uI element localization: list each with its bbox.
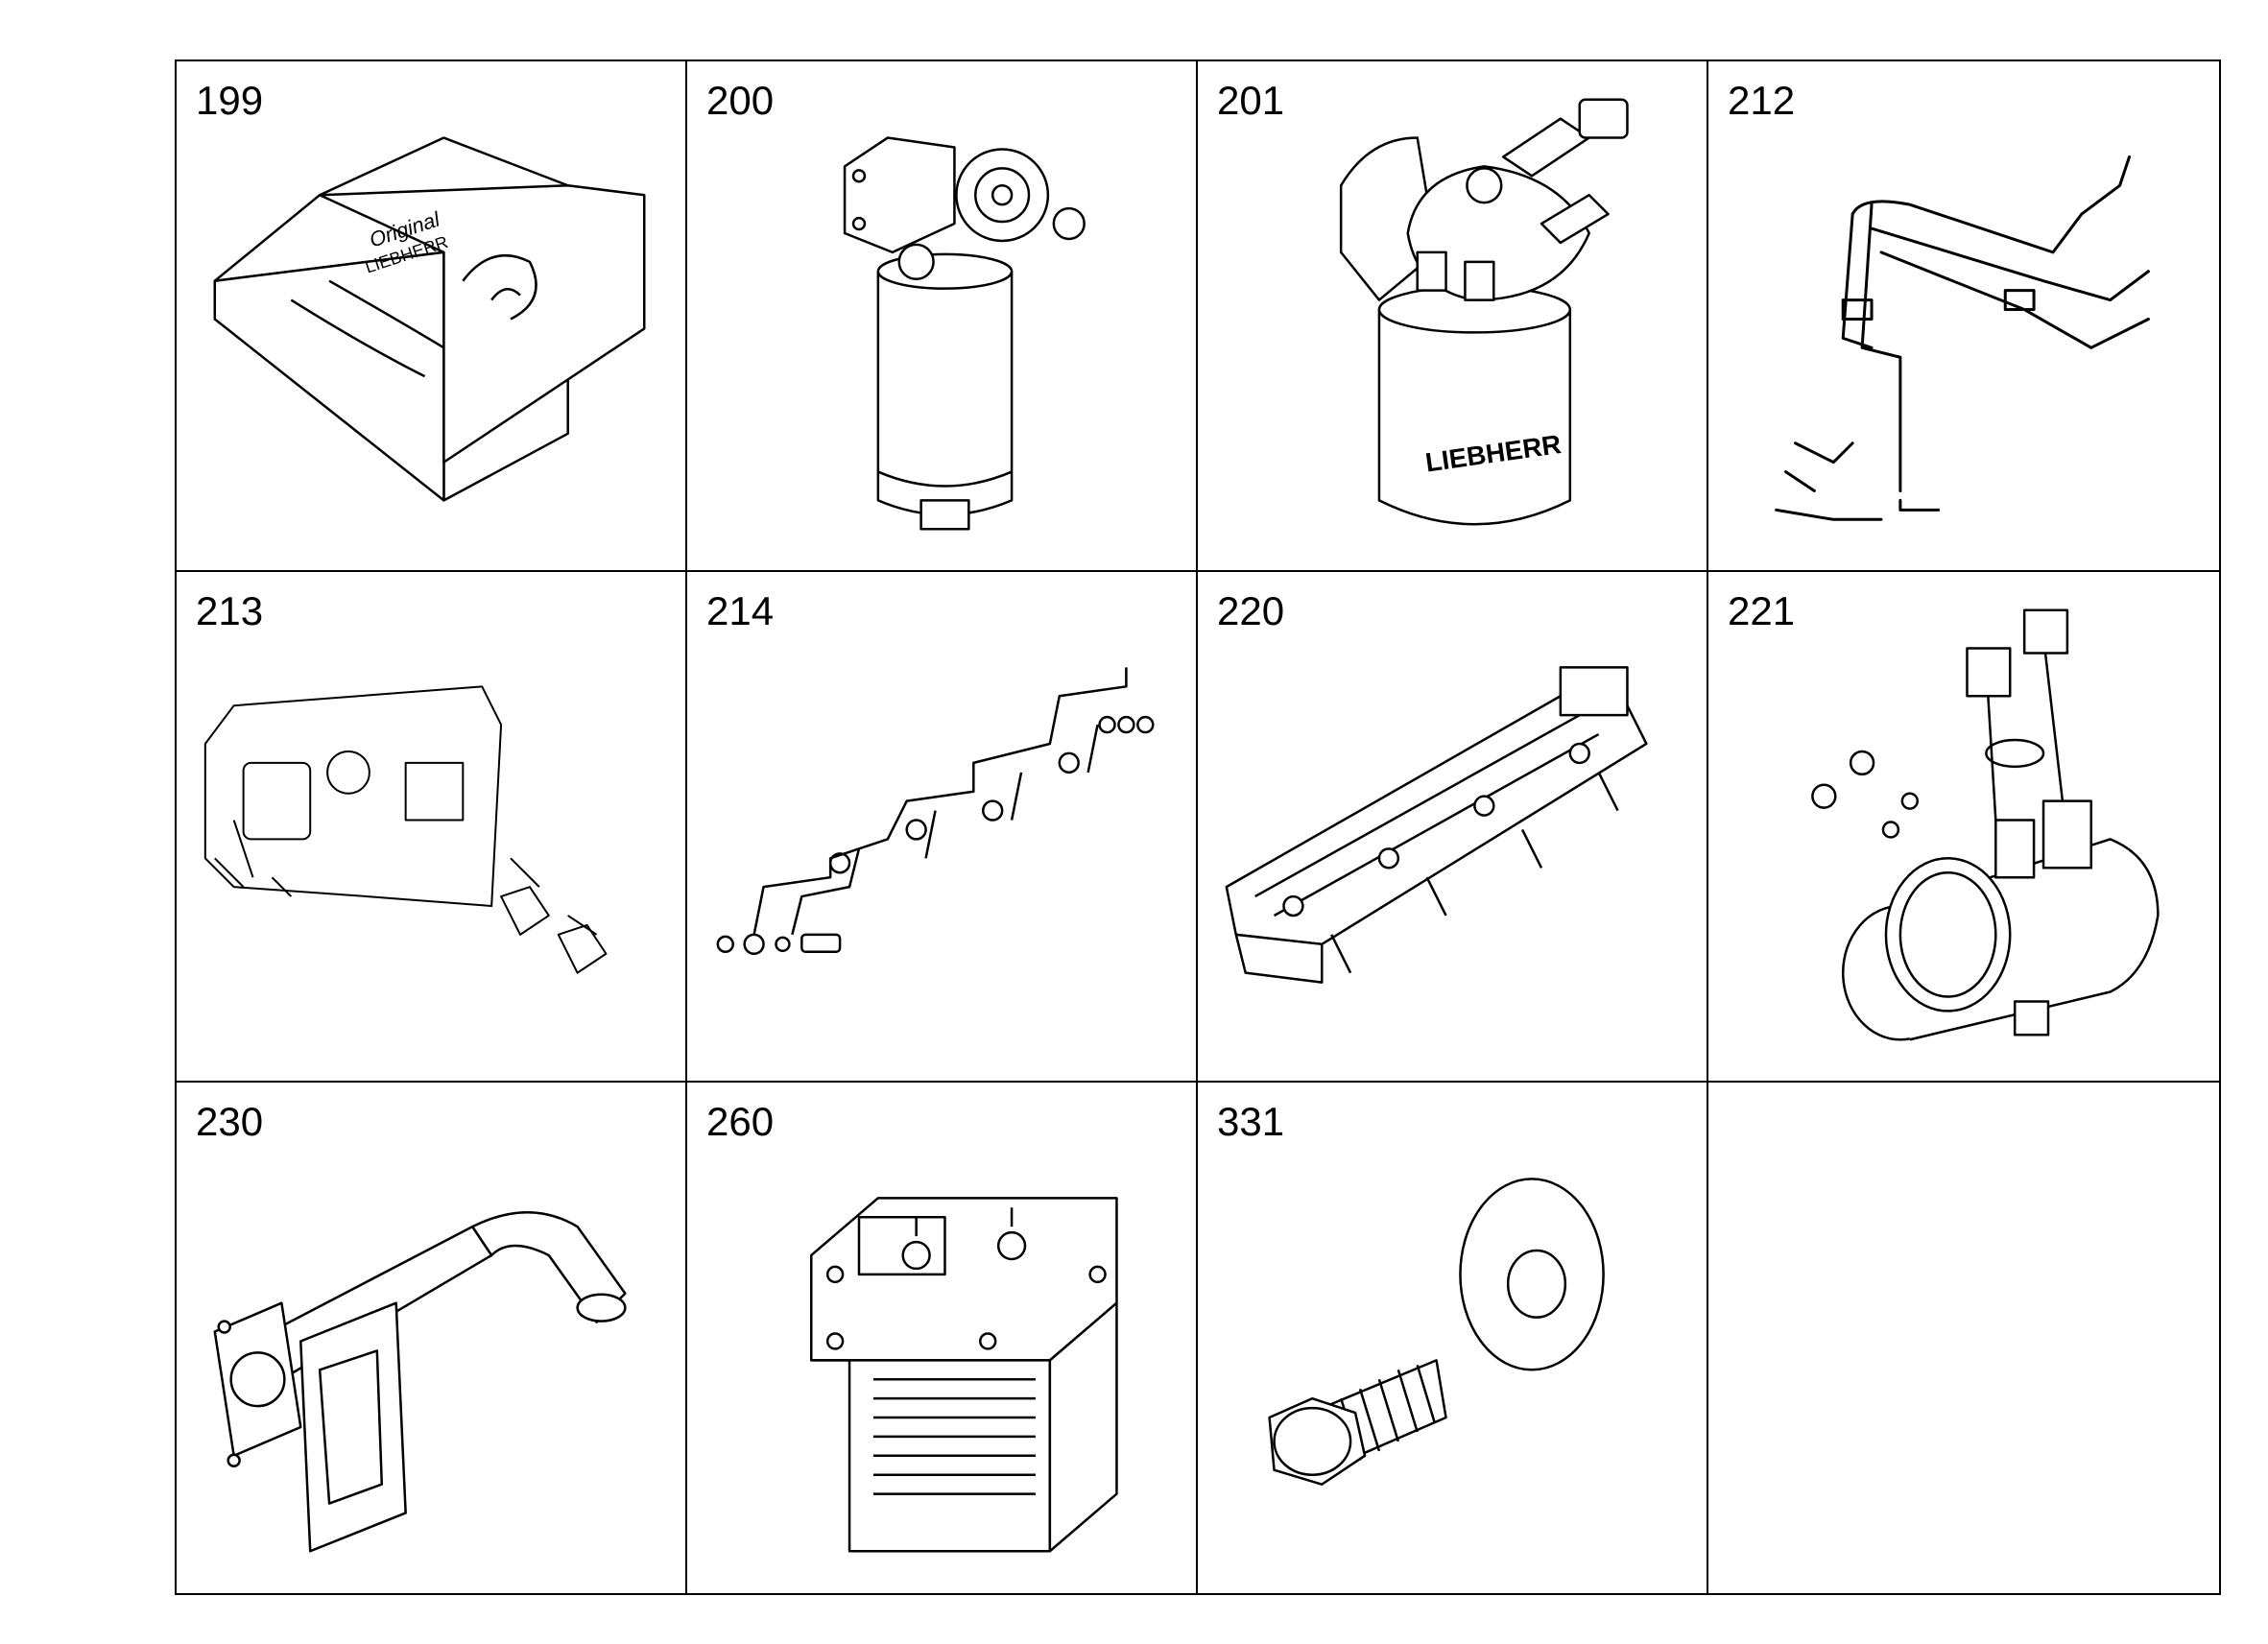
fuel-line-set-icon [1708,61,2219,570]
parts-illustration-grid: 199 Original LIEBHERR 200 201 [175,60,2221,1595]
part-cell-212[interactable]: 212 [1708,61,2219,572]
part-number: 200 [706,78,775,123]
part-number: 212 [1728,78,1796,123]
part-cell-201[interactable]: 201 LIEBHERR [1198,61,1708,572]
heat-exchanger-icon [687,1083,1196,1593]
fuel-filter-with-fittings-icon: LIEBHERR [1198,61,1707,570]
part-number: 260 [706,1099,775,1144]
exhaust-pipe-icon [177,1083,685,1593]
part-number: 221 [1728,588,1796,633]
part-cell-214[interactable]: 214 [687,572,1198,1083]
engine-fitting-icon [177,572,685,1081]
part-cell-199[interactable]: 199 Original LIEBHERR [177,61,687,572]
part-number: 230 [196,1099,264,1144]
part-cell-230[interactable]: 230 [177,1083,687,1593]
part-number: 213 [196,588,264,633]
part-cell-213[interactable]: 213 [177,572,687,1083]
intake-manifold-icon [1198,572,1707,1081]
parts-box-icon: Original LIEBHERR [177,61,685,570]
pipe-connector-icon [1708,572,2219,1081]
part-number: 220 [1217,588,1285,633]
part-number: 331 [1217,1099,1285,1144]
bolt-and-washer-icon [1198,1083,1707,1593]
part-cell-331[interactable]: 331 [1198,1083,1708,1593]
empty-cell [1708,1083,2219,1593]
part-cell-221[interactable]: 221 [1708,572,2219,1083]
part-cell-220[interactable]: 220 [1198,572,1708,1083]
part-cell-260[interactable]: 260 [687,1083,1198,1593]
fuel-filter-assembly-icon [687,61,1196,570]
part-cell-200[interactable]: 200 [687,61,1198,572]
part-number: 201 [1217,78,1285,123]
part-number: 214 [706,588,775,633]
injection-line-set-icon [687,572,1196,1081]
part-number: 199 [196,78,264,123]
